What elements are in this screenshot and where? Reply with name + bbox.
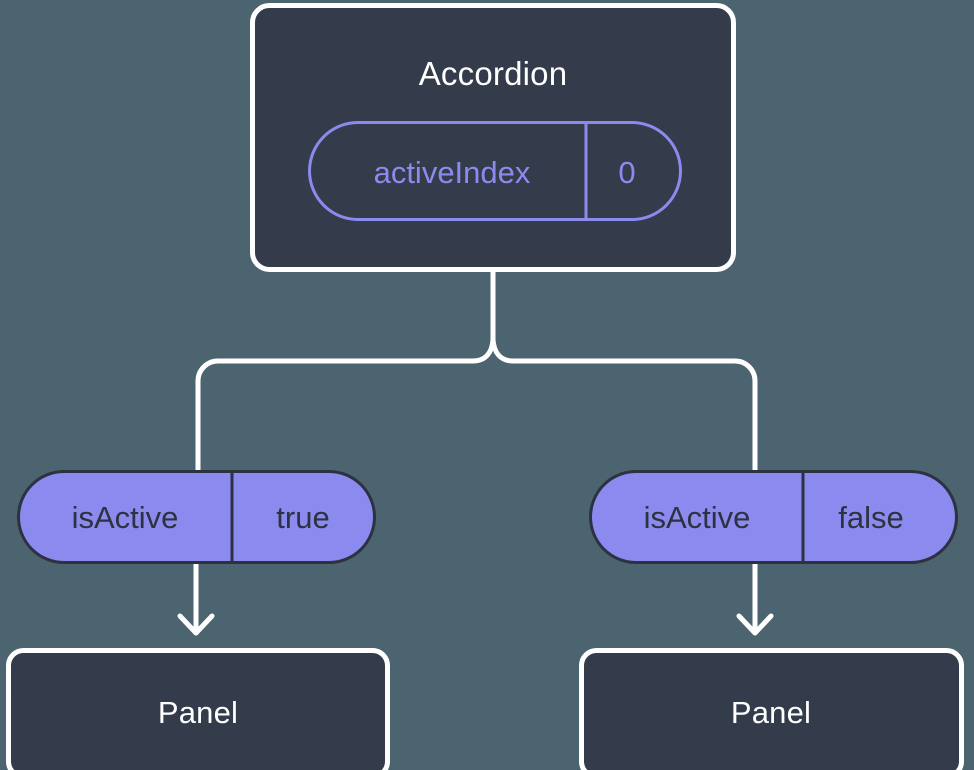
arrow-head-right-icon: [736, 613, 774, 636]
arrow-head-left-icon: [177, 613, 215, 636]
accordion-prop-value: 0: [618, 155, 635, 190]
right-panel-card-body: [579, 648, 964, 770]
accordion-prop-pill[interactable]: activeIndex 0: [308, 121, 682, 221]
left-panel-card-body: [6, 648, 390, 770]
left-prop-pill-body: [17, 470, 376, 564]
left-panel-card-title: Panel: [158, 695, 238, 730]
connector-branch-left: [195, 337, 496, 473]
accordion-prop-pill-body: [308, 121, 682, 221]
right-prop-pill-body: [589, 470, 958, 564]
left-panel-card[interactable]: Panel: [6, 648, 390, 770]
right-panel-card[interactable]: Panel: [579, 648, 964, 770]
left-prop-name: isActive: [72, 500, 179, 535]
right-prop-name: isActive: [644, 500, 751, 535]
accordion-card-title: Accordion: [419, 55, 568, 92]
right-prop-pill[interactable]: isActive false: [589, 470, 958, 564]
accordion-prop-name: activeIndex: [374, 155, 531, 190]
right-prop-value: false: [838, 500, 903, 535]
right-panel-card-title: Panel: [731, 695, 811, 730]
accordion-card-body: [250, 3, 736, 272]
connector-group: [177, 267, 774, 636]
connector-branch-right: [490, 337, 758, 473]
accordion-card[interactable]: Accordion activeIndex 0: [250, 3, 736, 272]
left-prop-value: true: [276, 500, 329, 535]
left-prop-pill[interactable]: isActive true: [17, 470, 376, 564]
